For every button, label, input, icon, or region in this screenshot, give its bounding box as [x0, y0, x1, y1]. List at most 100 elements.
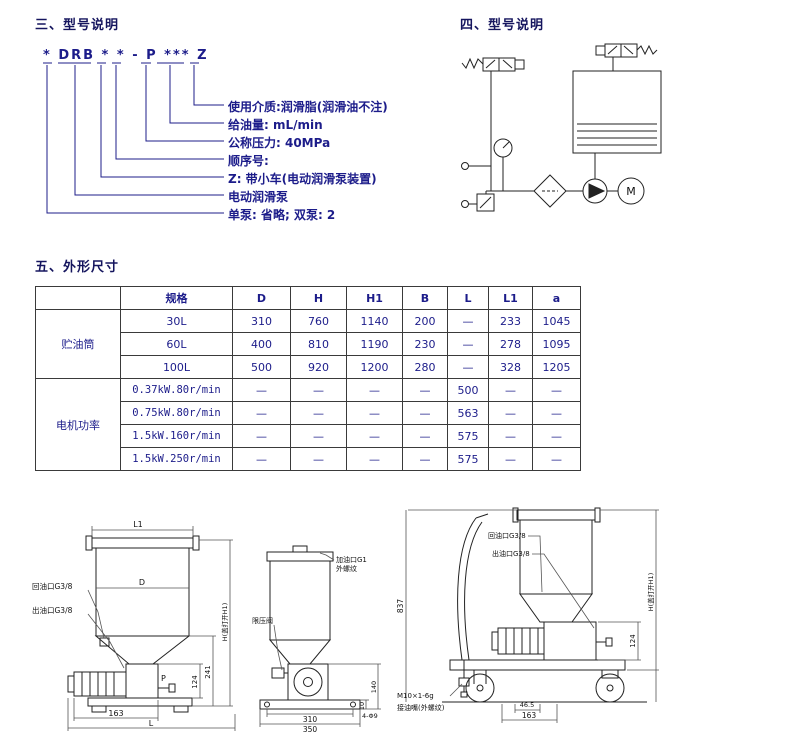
table-row: 电机功率 0.37kW.80r/min — — — — 500 — — [35, 378, 581, 471]
pump-side-drawing: 加油口G1 外螺纹 限压阀 310 350 4-Φ9 10 140 [252, 545, 381, 732]
table-row: 60L 400 810 1190 230 — 278 1095 [36, 332, 581, 356]
cell-value: 1190 [346, 332, 403, 356]
model-note-single-double: 单泵: 省略; 双泵: 2 [228, 208, 336, 222]
terminals [461, 162, 491, 208]
cell-spec: 100L [120, 355, 233, 379]
cell-value: 280 [402, 355, 448, 379]
header-empty [35, 286, 121, 310]
model-note-sequence: 顺序号: [228, 154, 269, 168]
valve-a [461, 57, 525, 72]
cell-value: — [346, 378, 403, 402]
cell-value: — [346, 424, 403, 448]
cell-value: — [232, 424, 291, 448]
pump-front-dims [67, 526, 236, 731]
cell-value: 1095 [532, 332, 581, 356]
pump-side-labels: 加油口G1 外螺纹 限压阀 310 350 4-Φ9 10 140 [252, 555, 378, 732]
reservoir-tank [572, 57, 662, 154]
motor-symbol [617, 177, 645, 205]
cell-value: 575 [447, 447, 489, 471]
dim-label-h: H(盖打开H1) [220, 603, 229, 641]
cell-value: — [290, 447, 347, 471]
header-spec: 规格 [120, 286, 233, 310]
cell-value: — [232, 378, 291, 402]
section5-title: 五、外形尺寸 [35, 260, 120, 275]
outlet-port-label: 出油口G3/8 [492, 549, 530, 558]
dimensions-section-title-wrap: 五、外形尺寸 [35, 256, 119, 275]
table-header-row: 规格 D H H1 B L L1 a [35, 286, 581, 310]
cell-value: — [447, 309, 489, 333]
pump-cart-outline [442, 507, 647, 703]
piping [486, 71, 618, 192]
header-L: L [447, 286, 489, 310]
model-note-cart: Z: 带小车(电动润滑泵装置) [228, 172, 377, 186]
cell-value: 278 [488, 332, 533, 356]
cell-value: 563 [447, 401, 489, 425]
cell-value: 233 [488, 309, 533, 333]
cell-group: 贮油筒 [35, 309, 121, 379]
cell-value: 500 [232, 355, 291, 379]
cell-value: — [290, 424, 347, 448]
fill-port-label-1: 加油口G1 [336, 555, 367, 564]
return-port-label: 回油口G3/8 [32, 581, 73, 591]
filter [533, 174, 567, 208]
bolt-holes-label: 4-Φ9 [362, 712, 378, 720]
pump-cart-drawing: 回油口G3/8 出油口G3/8 837 M10×1-6g 接油嘴(外螺纹) 46… [396, 507, 659, 723]
pump-symbol [582, 178, 608, 204]
cell-value: — [532, 447, 581, 471]
cell-value: 230 [402, 332, 448, 356]
valve-b [595, 43, 658, 58]
dim-label-310: 310 [303, 715, 318, 724]
model-note-pressure: 公称压力: 40MPa [228, 136, 331, 150]
table-row: 1.5kW.160r/min — — — — 575 — — [36, 424, 581, 448]
cell-value: 1200 [346, 355, 403, 379]
cell-value: — [488, 401, 533, 425]
pump-front-drawing: L1 D 回油口G3/8 出油口G3/8 P 124 241 H(盖打开H1) … [32, 520, 236, 731]
cell-value: — [232, 401, 291, 425]
dim-label-l: L [149, 719, 154, 728]
header-B: B [402, 286, 448, 310]
pump-front-labels: L1 D 回油口G3/8 出油口G3/8 P 124 241 H(盖打开H1) … [32, 520, 229, 728]
cell-value: 810 [290, 332, 347, 356]
grease-nipple-label-1: M10×1-6g [397, 692, 434, 700]
return-port-label: 回油口G3/8 [488, 531, 526, 540]
cell-value: 1045 [532, 309, 581, 333]
cell-value: 1205 [532, 355, 581, 379]
header-D: D [232, 286, 291, 310]
dim-label-163: 163 [108, 709, 123, 718]
cell-value: — [402, 447, 448, 471]
cell-value: — [402, 424, 448, 448]
dim-label-140: 140 [370, 681, 378, 693]
dim-label-124: 124 [629, 634, 637, 648]
pump-side-outline [259, 545, 361, 710]
cell-spec: 1.5kW.250r/min [120, 447, 233, 471]
cell-value: — [402, 401, 448, 425]
pressure-gauge [493, 138, 513, 191]
cell-value: — [290, 378, 347, 402]
cell-value: — [488, 424, 533, 448]
relief-valve-label: 限压阀 [252, 616, 273, 625]
header-a: a [532, 286, 581, 310]
header-L1: L1 [488, 286, 533, 310]
cell-spec: 0.37kW.80r/min [120, 378, 233, 402]
dimensions-table: 规格 D H H1 B L L1 a 贮油筒 30L 310 760 1140 … [35, 286, 581, 471]
section4-title: 四、型号说明 [460, 18, 545, 33]
table-row: 100L 500 920 1200 280 — 328 1205 [36, 355, 581, 379]
table-row: 贮油筒 30L 310 760 1140 200 — 233 1045 [35, 309, 581, 379]
cell-value: — [447, 355, 489, 379]
outlet-port-label: 出油口G3/8 [32, 605, 73, 615]
cell-value: — [488, 447, 533, 471]
model-note-pumptype: 电动润滑泵 [228, 190, 289, 204]
pump-side-dims [259, 552, 381, 727]
pump-front-outline [67, 535, 200, 713]
cell-value: 760 [290, 309, 347, 333]
cell-value: — [402, 378, 448, 402]
cell-value: 500 [447, 378, 489, 402]
cell-value: — [532, 401, 581, 425]
cell-spec: 1.5kW.160r/min [120, 424, 233, 448]
p-port-label: P [161, 674, 166, 683]
schematic-section: 四、型号说明 [455, 14, 755, 254]
cell-value: 920 [290, 355, 347, 379]
cell-spec: 0.75kW.80r/min [120, 401, 233, 425]
cell-value: 328 [488, 355, 533, 379]
cell-value: — [532, 424, 581, 448]
